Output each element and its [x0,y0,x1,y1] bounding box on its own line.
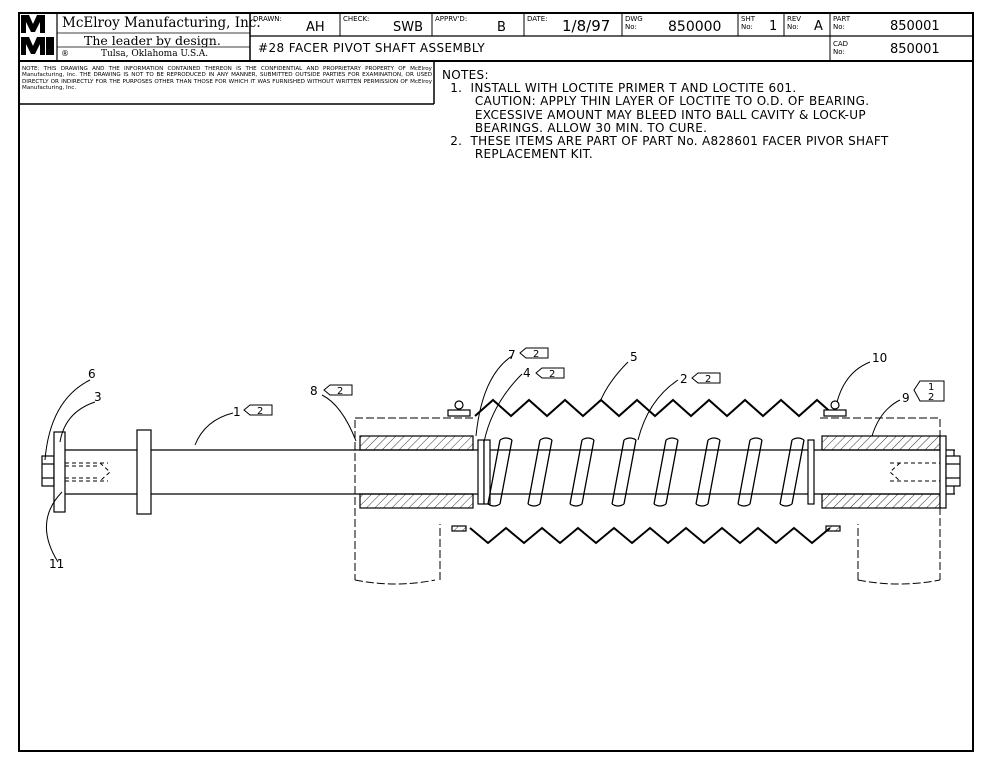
company-tagline: The leader by design. [84,33,221,48]
sht-label-2: No: [741,23,753,31]
cad-value: 850001 [890,42,940,57]
balloon-2: 2 [680,372,688,386]
note-line: BEARINGS. ALLOW 30 MIN. TO CURE. [442,120,708,135]
check-label: CHECK: [343,15,370,23]
drawn-value: AH [306,20,325,35]
right-housing-outline [820,417,941,585]
balloon-4-note: 2 [549,369,555,380]
apprvd-label: APPRV'D: [435,15,468,23]
part-label-2: No: [833,23,845,31]
drawing-notes: NOTES: 1. INSTALL WITH LOCTITE PRIMER T … [442,68,889,162]
check-value: SWB [393,20,424,35]
balloon-1-note: 2 [257,406,263,417]
apprvd-value: B [497,20,506,35]
balloon-9: 9 [902,391,910,405]
bellows-boot [469,398,836,545]
compression-spring [487,437,805,507]
rev-label-1: REV [787,15,802,23]
balloon-7-note: 2 [533,349,539,360]
balloon-11: 11 [49,557,64,571]
mmi-logo [21,15,54,55]
rev-label-2: No: [787,23,799,31]
note-line: 1. INSTALL WITH LOCTITE PRIMER T AND LOC… [442,81,797,96]
cad-label-2: No: [833,48,845,56]
left-bearing [359,435,474,509]
part-label-1: PART [833,15,851,23]
dwg-label-2: No: [625,23,637,31]
rev-value: A [814,19,823,34]
right-bolt-hidden [889,462,940,482]
bellows-clamps [447,400,847,532]
drawing-frame [18,12,974,752]
balloon-6: 6 [88,367,96,381]
spring-washers [477,439,815,505]
note-line: 2. THESE ITEMS ARE PART OF PART No. A828… [442,134,889,149]
dwg-value: 850000 [668,19,722,35]
company-name: McElroy Manufacturing, Inc. [62,15,261,31]
right-nut [939,435,961,509]
balloon-9-note-b: 2 [928,392,934,403]
left-bolt-hidden [65,462,111,482]
shaft-collar [136,429,152,515]
note-line: CAUTION: APPLY THIN LAYER OF LOCTITE TO … [442,94,870,109]
sht-label-1: SHT [741,15,755,23]
part-value: 850001 [890,19,940,34]
notes-heading: NOTES: [442,68,489,82]
company-location: Tulsa, Oklahoma U.S.A. [101,49,209,59]
note-line: REPLACEMENT KIT. [442,147,593,162]
balloon-8: 8 [310,384,318,398]
dwg-label-1: DWG [625,15,643,23]
balloon-8-note: 2 [337,386,343,397]
drawing-title: #28 FACER PIVOT SHAFT ASSEMBLY [258,41,486,55]
balloon-2-note: 2 [705,374,711,385]
left-housing-outline [354,417,475,585]
left-nut [41,431,66,513]
balloon-3: 3 [94,390,102,404]
balloon-5: 5 [630,350,638,364]
sht-value: 1 [769,19,778,34]
confidentiality-note: NOTE: THIS DRAWING AND THE INFORMATION C… [22,66,432,92]
leader-lines [44,355,901,563]
date-value: 1/8/97 [562,17,611,35]
balloon-7: 7 [508,348,516,362]
balloon-4: 4 [523,366,531,380]
date-label: DATE: [527,15,548,23]
cad-label-1: CAD [833,40,849,48]
note-line: EXCESSIVE AMOUNT MAY BLEED INTO BALL CAV… [442,107,866,122]
balloon-1: 1 [233,405,241,419]
drawn-label: DRAWN: [253,15,282,23]
right-bearing [821,435,941,509]
balloon-10: 10 [872,351,887,365]
balloon-9-note-a: 1 [928,382,934,393]
registered-mark: ® [61,49,69,58]
